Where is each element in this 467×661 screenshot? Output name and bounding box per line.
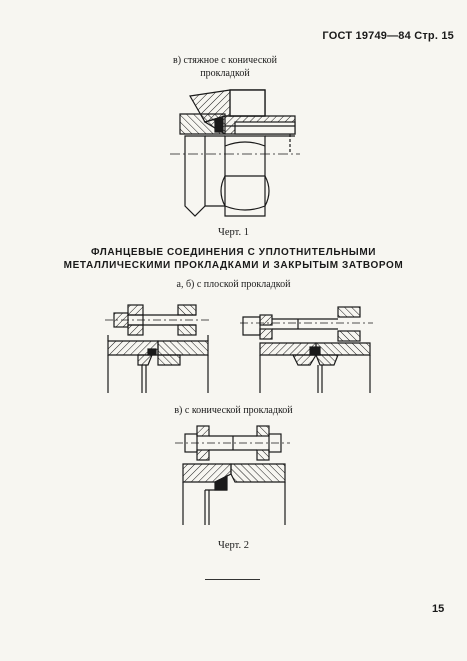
section-title-line1: ФЛАНЦЕВЫЕ СОЕДИНЕНИЯ С УПЛОТНИТЕЛЬНЫМИ	[90, 247, 377, 258]
figure-2b-drawing	[240, 306, 373, 393]
figure-1-caption: Черт. 1	[218, 227, 249, 238]
caption-c-top: в) стяжное с конической прокладкой	[160, 54, 290, 80]
caption-c-top-line1: в) стяжное с конической	[173, 55, 277, 66]
page-header: ГОСТ 19749—84 Стр. 15	[322, 30, 454, 42]
figure-2c-drawing	[175, 425, 290, 525]
caption-c-top-line2: прокладкой	[200, 68, 250, 79]
figure-1-drawing	[170, 89, 300, 217]
figure-2-caption: Черт. 2	[218, 540, 249, 551]
section-title: ФЛАНЦЕВЫЕ СОЕДИНЕНИЯ С УПЛОТНИТЕЛЬНЫМИ М…	[40, 246, 427, 272]
figure-2a-drawing	[105, 304, 210, 393]
divider-rule	[205, 579, 260, 580]
caption-c2: в) с конической прокладкой	[174, 405, 293, 416]
section-title-line2: МЕТАЛЛИЧЕСКИМИ ПРОКЛАДКАМИ И ЗАКРЫТЫМ ЗА…	[63, 260, 404, 271]
page-number: 15	[432, 603, 445, 615]
caption-ab: а, б) с плоской прокладкой	[176, 279, 291, 290]
